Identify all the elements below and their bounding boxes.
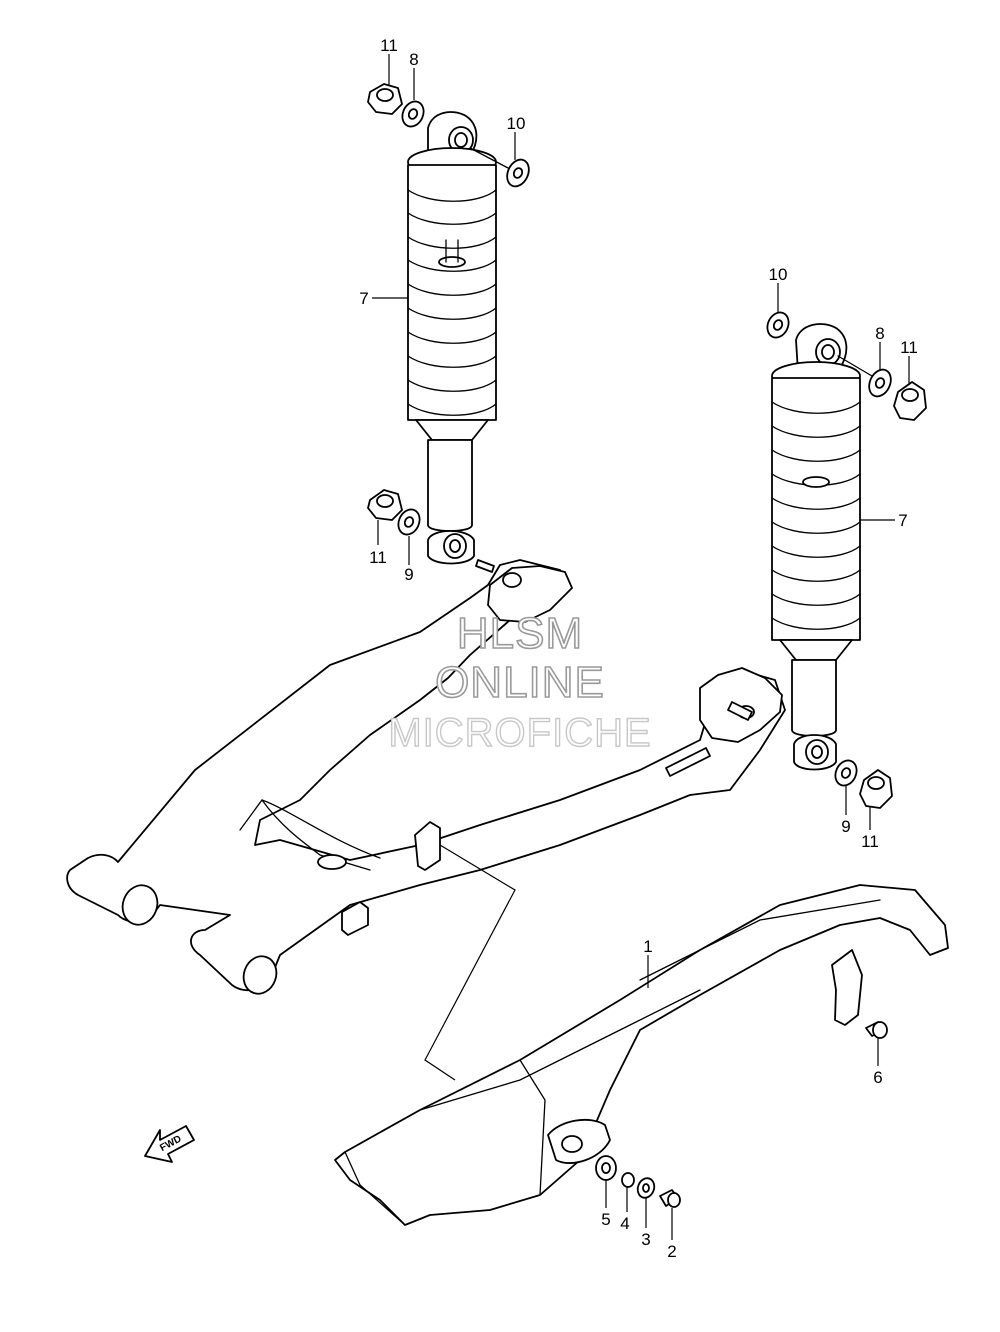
- callout-10-top-left-washer: 10: [507, 114, 526, 133]
- watermark: HLSM ONLINE MICROFICHE: [388, 608, 652, 756]
- left-shock-hardware: [367, 83, 530, 536]
- callout-11-bottom-left-nut: 11: [369, 548, 387, 567]
- callout-numbers: 11 8 10 7 11 9 10 8 11 7 9 11 1 6 5 4 3 …: [359, 36, 918, 1261]
- callout-2-screw: 2: [667, 1242, 676, 1261]
- fwd-arrow-icon: FWD: [144, 1125, 195, 1163]
- callout-9-right-washer: 9: [841, 817, 850, 836]
- callout-10-top-right-washer: 10: [769, 265, 788, 284]
- callout-7-right-shock: 7: [898, 511, 907, 530]
- callout-11-top-right-nut: 11: [900, 338, 918, 357]
- watermark-line3: MICROFICHE: [388, 711, 651, 755]
- swingarm: [66, 559, 786, 1081]
- leader-lines: [372, 54, 910, 1240]
- right-shock-hardware: [727, 311, 927, 809]
- watermark-line2: ONLINE: [435, 658, 605, 707]
- callout-8-top-left-washer: 8: [409, 50, 418, 69]
- callout-6-screw: 6: [873, 1068, 882, 1087]
- callout-8-top-right-washer: 8: [875, 324, 884, 343]
- callout-11-top-left-nut: 11: [380, 36, 398, 55]
- callout-9-left-washer: 9: [404, 565, 413, 584]
- callout-3-washer: 3: [641, 1230, 650, 1249]
- rear-shock-absorber-right: [771, 323, 861, 771]
- watermark-line1: HLSM: [457, 609, 583, 658]
- callout-1-chain-case: 1: [643, 937, 652, 956]
- callout-7-left-shock: 7: [359, 289, 368, 308]
- callout-5-collar: 5: [601, 1210, 610, 1229]
- callout-4-spacer: 4: [620, 1214, 629, 1233]
- chain-case-hardware: [595, 1021, 888, 1208]
- callout-11-bottom-right-nut: 11: [861, 832, 879, 851]
- rear-shock-absorber-left: [407, 111, 497, 565]
- chain-case: [334, 884, 949, 1226]
